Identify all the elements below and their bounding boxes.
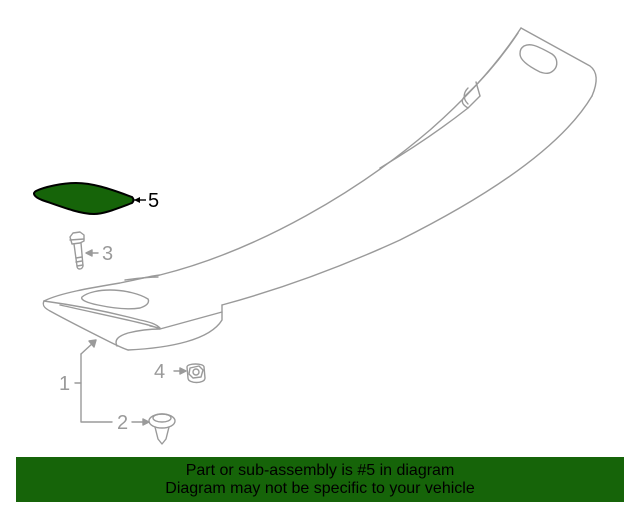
banner-line-disclaimer: Diagram may not be specific to your vehi… (165, 479, 475, 497)
callout-4-label: 4 (154, 361, 165, 383)
callout-5-label: 5 (148, 190, 159, 212)
callout-1-leader (74, 339, 113, 423)
callout-1-label: 1 (59, 373, 70, 395)
nut-part-4[interactable] (173, 363, 206, 384)
banner-line-part-number: Part or sub-assembly is #5 in diagram (185, 461, 455, 479)
callout-3-label: 3 (102, 243, 113, 265)
spoiler-body[interactable] (42, 27, 597, 351)
bolt-part-3[interactable] (69, 231, 99, 270)
push-clip-part-2[interactable] (131, 413, 176, 445)
part-notice-banner: Part or sub-assembly is #5 in diagram Di… (16, 457, 624, 502)
callout-2-label: 2 (117, 412, 128, 434)
pad-part-5[interactable] (33, 181, 146, 216)
